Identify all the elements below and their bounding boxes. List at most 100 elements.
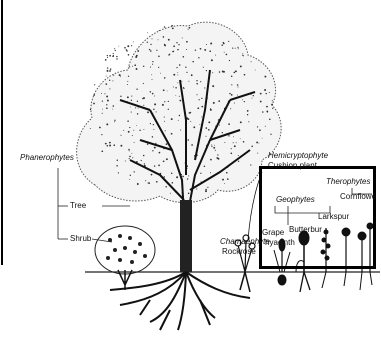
canopy-stipple-dot xyxy=(143,97,145,99)
canopy-stipple-dot xyxy=(110,68,112,70)
canopy-stipple-dot xyxy=(240,65,242,67)
canopy-stipple-dot xyxy=(210,109,211,110)
canopy-stipple-dot xyxy=(127,120,129,122)
canopy-stipple-dot xyxy=(186,72,187,73)
shrub xyxy=(95,226,155,290)
label-cushion-plant: Cushion plant xyxy=(268,162,317,170)
canopy-stipple-dot xyxy=(134,64,136,66)
canopy-stipple-dot xyxy=(238,155,239,156)
canopy-stipple-dot xyxy=(228,135,229,136)
canopy-stipple-dot xyxy=(242,53,243,54)
canopy-stipple-dot xyxy=(112,80,113,81)
canopy-stipple-dot xyxy=(138,108,139,109)
canopy-stipple-dot xyxy=(231,94,233,96)
canopy-stipple-dot xyxy=(113,75,114,76)
canopy-stipple-dot xyxy=(129,127,130,128)
canopy-stipple-dot xyxy=(164,101,165,102)
canopy-stipple-dot xyxy=(189,112,190,113)
canopy-stipple-dot xyxy=(219,125,220,126)
canopy-stipple-dot xyxy=(266,106,268,108)
canopy-stipple-dot xyxy=(179,100,181,102)
canopy-stipple-dot xyxy=(173,51,175,53)
canopy-stipple-dot xyxy=(154,96,155,97)
canopy-stipple-dot xyxy=(188,139,189,140)
canopy-stipple-dot xyxy=(179,64,181,66)
canopy-stipple-dot xyxy=(208,121,210,123)
canopy-stipple-dot xyxy=(186,41,188,43)
canopy-stipple-dot xyxy=(101,150,103,152)
canopy-stipple-dot xyxy=(224,142,225,143)
canopy-stipple-dot xyxy=(136,68,138,70)
canopy-stipple-dot xyxy=(166,143,168,145)
canopy-stipple-dot xyxy=(269,119,271,121)
canopy-stipple-dot xyxy=(233,142,234,143)
canopy-stipple-dot xyxy=(234,102,235,103)
canopy-stipple-dot xyxy=(163,36,165,38)
canopy-stipple-dot xyxy=(93,103,95,105)
canopy-stipple-dot xyxy=(251,146,253,148)
canopy-stipple-dot xyxy=(262,138,263,139)
canopy-stipple-dot xyxy=(118,46,119,47)
canopy-stipple-dot xyxy=(197,107,199,109)
canopy-stipple-dot xyxy=(152,150,153,151)
canopy-stipple-dot xyxy=(177,72,178,73)
canopy-stipple-dot xyxy=(120,76,121,77)
canopy-stipple-dot xyxy=(102,113,103,114)
canopy-stipple-dot xyxy=(222,179,224,181)
canopy-stipple-dot xyxy=(198,57,199,58)
label-chamaephyte: Chamaephyte xyxy=(220,238,270,246)
canopy-stipple-dot xyxy=(178,120,179,121)
canopy-stipple-dot xyxy=(107,57,108,58)
canopy-stipple-dot xyxy=(127,45,129,47)
canopy-stipple-dot xyxy=(120,135,121,136)
canopy-stipple-dot xyxy=(101,134,102,135)
canopy-stipple-dot xyxy=(128,54,130,56)
canopy-stipple-dot xyxy=(209,50,211,52)
canopy-stipple-dot xyxy=(137,113,139,115)
canopy-stipple-dot xyxy=(114,48,115,49)
canopy-stipple-dot xyxy=(259,129,261,131)
canopy-stipple-dot xyxy=(147,143,148,144)
canopy-stipple-dot xyxy=(256,141,258,143)
canopy-stipple-dot xyxy=(247,114,248,115)
canopy-stipple-dot xyxy=(200,81,201,82)
canopy-stipple-dot xyxy=(227,178,229,180)
canopy-stipple-dot xyxy=(215,150,216,151)
canopy-stipple-dot xyxy=(266,111,268,113)
canopy-stipple-dot xyxy=(206,70,207,71)
canopy-stipple-dot xyxy=(240,138,241,139)
canopy-stipple-dot xyxy=(141,160,142,161)
canopy-stipple-dot xyxy=(243,141,245,143)
canopy-stipple-dot xyxy=(258,143,259,144)
canopy-stipple-dot xyxy=(119,74,121,76)
canopy-stipple-dot xyxy=(264,76,266,78)
canopy-stipple-dot xyxy=(135,107,136,108)
label-tree: Tree xyxy=(70,202,86,210)
canopy-stipple-dot xyxy=(104,93,105,94)
canopy-stipple-dot xyxy=(156,50,157,51)
canopy-stipple-dot xyxy=(204,165,206,167)
canopy-stipple-dot xyxy=(179,96,180,97)
canopy-stipple-dot xyxy=(171,118,173,120)
canopy-stipple-dot xyxy=(152,64,153,65)
canopy-stipple-dot xyxy=(211,144,212,145)
canopy-stipple-dot xyxy=(200,173,201,174)
canopy-stipple-dot xyxy=(230,108,231,109)
canopy-stipple-dot xyxy=(144,163,145,164)
canopy-stipple-dot xyxy=(222,71,224,73)
canopy-stipple-dot xyxy=(149,49,150,50)
canopy-stipple-dot xyxy=(113,144,115,146)
canopy-stipple-dot xyxy=(211,59,213,61)
canopy-stipple-dot xyxy=(118,172,119,173)
canopy-stipple-dot xyxy=(205,190,207,192)
canopy-stipple-dot xyxy=(127,96,129,98)
canopy-stipple-dot xyxy=(170,193,171,194)
canopy-stipple-dot xyxy=(214,145,215,146)
canopy-stipple-dot xyxy=(247,110,249,112)
canopy-stipple-dot xyxy=(163,89,165,91)
canopy-stipple-dot xyxy=(150,50,152,52)
canopy-stipple-dot xyxy=(212,72,213,73)
canopy-stipple-dot xyxy=(164,121,165,122)
canopy-stipple-dot xyxy=(153,108,155,110)
